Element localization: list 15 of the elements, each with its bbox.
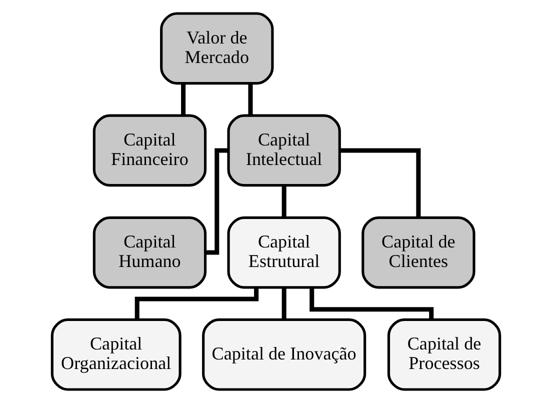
connector: [339, 148, 420, 218]
node-box: Capital Humano: [92, 216, 206, 289]
connector: [281, 186, 286, 218]
connector: [180, 84, 186, 116]
node-box: Capital Intelectual: [226, 114, 340, 187]
node-box: Capital de Inovação: [202, 318, 366, 391]
connector: [281, 288, 286, 320]
node-box: Capital Financeiro: [92, 114, 206, 187]
connector: [205, 148, 228, 255]
node-box: Capital de Processos: [386, 318, 501, 391]
node-box: Capital Organizacional: [50, 318, 181, 391]
node-box: Capital de Clientes: [361, 216, 475, 289]
connector: [248, 84, 252, 116]
node-box: Valor de Mercado: [160, 12, 274, 85]
node-box: Capital Estrutural: [226, 216, 340, 289]
